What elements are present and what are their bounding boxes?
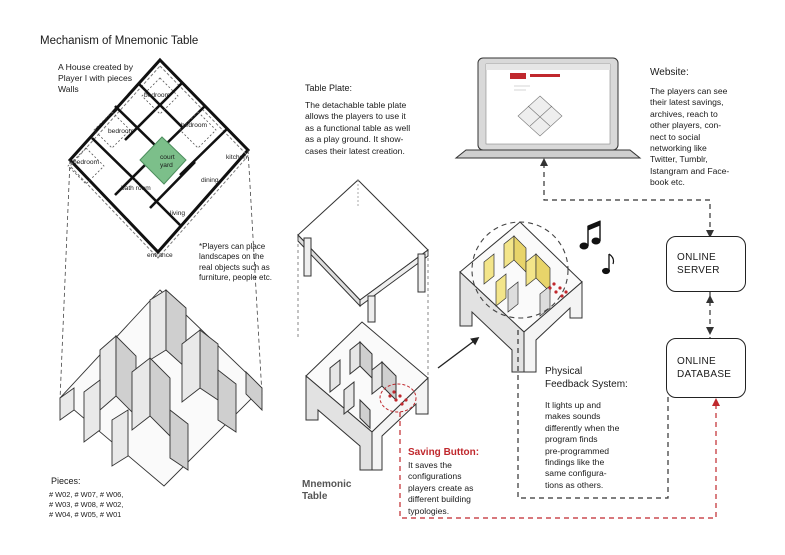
table-plate bbox=[297, 179, 429, 323]
physical-feedback-description: It lights up and makes sounds differentl… bbox=[545, 400, 620, 490]
saving-button-title: Saving Button: bbox=[408, 447, 480, 458]
saving-button-marker bbox=[379, 383, 417, 413]
mnemonic-table bbox=[305, 321, 429, 471]
room-label-bedroom-right: bedroom bbox=[181, 122, 208, 129]
online-database-label: ONLINE DATABASE bbox=[677, 356, 732, 380]
lit-table-button-dots bbox=[548, 282, 568, 298]
house-note: *Players can place landscapes on the rea… bbox=[199, 242, 272, 283]
room-label-court-yard: court yard bbox=[160, 154, 175, 169]
mnemonic-table-label: Mnemonic Table bbox=[302, 479, 352, 502]
saving-button-description: It saves the configurations players crea… bbox=[408, 460, 474, 516]
isometric-wall-model bbox=[59, 288, 263, 487]
pieces-label: Pieces: bbox=[51, 476, 81, 486]
room-label-bedroom-left: bedroom bbox=[108, 128, 135, 135]
physical-feedback-title: Physical Feedback System bbox=[545, 366, 626, 390]
website-description: The players can see their latest savings… bbox=[650, 86, 730, 188]
music-note-single-icon bbox=[602, 253, 615, 275]
room-label-entrance: entrance bbox=[147, 252, 173, 259]
room-label-kitchen: kitchen bbox=[226, 154, 247, 161]
room-label-bath-room: bath room bbox=[121, 185, 151, 192]
online-server-label: ONLINE SERVER bbox=[677, 252, 720, 276]
online-server-box: ONLINE SERVER bbox=[666, 236, 746, 292]
table-plate-title: Table Plate: bbox=[305, 83, 353, 93]
flow-arrow bbox=[437, 336, 480, 369]
house-caption: A House created by Player I with pieces … bbox=[58, 62, 134, 94]
room-label-bedroom-top: bedroom bbox=[144, 92, 171, 99]
laptop-icon bbox=[454, 57, 642, 159]
pieces-list: # W02, # W07, # W06, # W03, # W08, # W02… bbox=[49, 490, 124, 519]
page-title: Mechanism of Mnemonic Table bbox=[40, 35, 199, 47]
house-floor-plan bbox=[67, 57, 251, 259]
save-connection-line bbox=[399, 404, 717, 519]
website-title: Website: bbox=[650, 67, 689, 78]
lit-table bbox=[459, 221, 583, 373]
online-database-box: ONLINE DATABASE bbox=[666, 338, 746, 398]
physical-feedback-title-wrap: Physical Feedback System: bbox=[545, 366, 628, 390]
music-note-icon bbox=[579, 220, 601, 250]
feedback-highlight-circle bbox=[471, 221, 569, 319]
room-label-living: living bbox=[170, 210, 186, 217]
table-plate-description: The detachable table plate allows the pl… bbox=[305, 100, 411, 156]
room-label-bedroom-far-left: bedroom bbox=[73, 159, 100, 166]
room-label-dining: dining bbox=[201, 177, 219, 184]
